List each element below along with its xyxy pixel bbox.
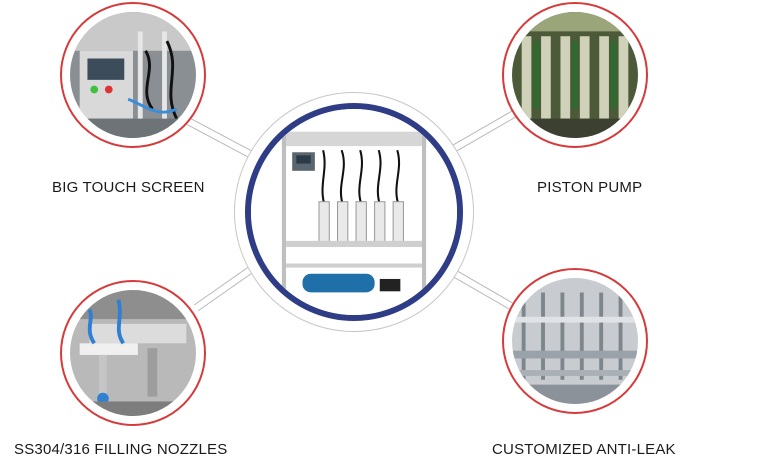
filling-nozzles-photo-ring — [60, 280, 206, 426]
label-big-touch-screen: BIG TOUCH SCREEN — [52, 179, 205, 196]
anti-leak-photo-icon — [512, 278, 638, 404]
connector-top-right — [446, 109, 518, 156]
touch-screen-photo-ring — [60, 2, 206, 148]
piston-pump-photo-icon — [512, 12, 638, 138]
label-anti-leak: CUSTOMIZED ANTI-LEAK — [492, 441, 676, 458]
anti-leak-photo-ring — [502, 268, 648, 414]
filling-machine-photo-icon — [245, 103, 463, 321]
connector-bottom-left — [193, 263, 258, 312]
center-machine-ring — [234, 92, 474, 332]
filling-nozzles-photo-icon — [70, 290, 196, 416]
piston-pump-photo-ring — [502, 2, 648, 148]
label-piston-pump: PISTON PUMP — [537, 179, 643, 196]
touch-screen-photo-icon — [70, 12, 196, 138]
label-filling-nozzles: SS304/316 FILLING NOZZLES — [14, 441, 228, 458]
